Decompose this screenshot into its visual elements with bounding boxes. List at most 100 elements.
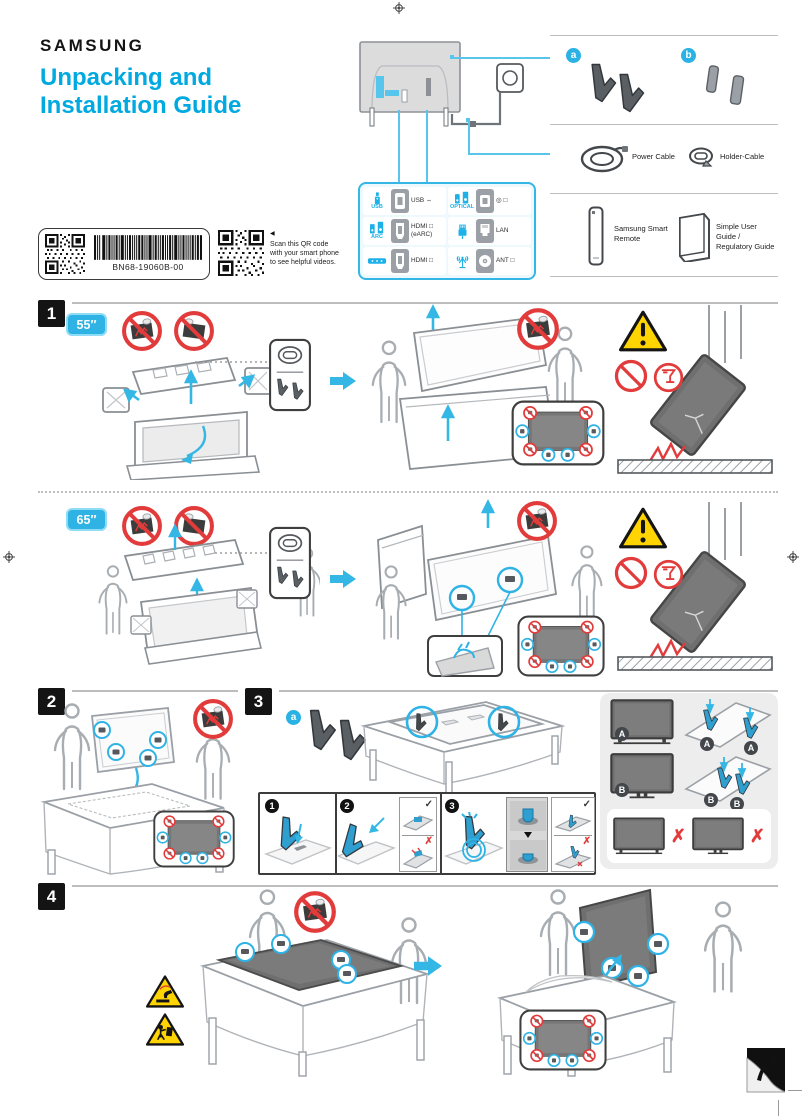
port-label: HDMI □ <box>411 257 433 265</box>
registration-mark-icon <box>393 2 405 14</box>
lay-tv-on-table-illustration <box>40 703 235 875</box>
unbox-65-illustration <box>98 523 320 665</box>
section-1-divider <box>72 302 778 304</box>
port-cell-usb: USB USB ⇔ <box>363 187 446 215</box>
section-2-badge: 2 <box>38 688 65 715</box>
port-cell-optical: OPTICAL ◎ □ <box>448 187 531 215</box>
samsung-logo: SAMSUNG <box>40 36 145 55</box>
ethernet-plug-icon <box>458 224 466 239</box>
wrong-mark: ✗ <box>670 825 686 846</box>
fall-warning-65-illustration <box>614 500 774 672</box>
port-label-line1: HDMI □ <box>411 223 433 231</box>
variant-b-badge: B <box>615 783 629 797</box>
remote-icon <box>588 206 604 266</box>
fall-warning-55-illustration <box>614 303 774 475</box>
step-3-art <box>444 812 504 865</box>
power-cable-label: Power Cable <box>632 152 675 161</box>
part-badge-b: b <box>681 48 696 63</box>
usb-port-icon <box>391 189 409 213</box>
hdmi-port-icon <box>391 249 409 273</box>
qr-note: ◀ Scan this QR code with your smart phon… <box>270 231 340 268</box>
step-3-check-detail: ✓ ✗ <box>551 797 595 872</box>
divider <box>550 35 778 37</box>
registration-mark-icon <box>787 551 799 563</box>
stand-assembly-steps: 1 2 3 ✓ ✗ <box>258 792 596 875</box>
port-cell-ant: ANT □ <box>448 247 531 275</box>
step-2-detail-ok <box>402 815 434 831</box>
holder-cable-icon <box>689 147 713 167</box>
detail-divider <box>402 835 434 836</box>
callout-node <box>466 118 470 122</box>
lift-55-illustration <box>371 304 605 470</box>
divider <box>550 276 778 278</box>
hdmi-port-icon <box>391 219 409 243</box>
step-3-button-detail <box>506 797 548 872</box>
antenna-icon <box>456 255 468 268</box>
lan-port-icon <box>476 219 494 243</box>
section-3-divider <box>279 690 778 692</box>
section-3-badge: 3 <box>245 688 272 715</box>
step-3-badge: 3 <box>445 799 459 813</box>
step-1-badge: 1 <box>265 799 279 813</box>
button-up-art <box>510 801 546 831</box>
port-device-label: OPTICAL <box>449 204 475 211</box>
arc-speakers-icon <box>370 222 384 234</box>
part-badge-a: a <box>566 48 581 63</box>
stand-legs-illustration <box>591 63 645 113</box>
section-4-divider <box>72 885 778 887</box>
divider <box>550 124 778 126</box>
variant-a-badge: A <box>615 727 629 741</box>
tv-front-wrong-a <box>613 817 665 855</box>
holder-cable-label: Holder-Cable <box>720 152 765 161</box>
port-label: USB ⇔ <box>411 197 433 205</box>
step-1-art <box>264 816 332 865</box>
stand-position-panel: A A A B B B ✗ ✗ <box>600 693 778 869</box>
no-press-screen-icon <box>192 698 234 740</box>
flush-ok-art <box>554 814 592 832</box>
port-cell-lan: LAN <box>448 217 531 245</box>
soundbar-device-group <box>365 256 389 266</box>
callout-line <box>468 120 470 154</box>
board-b-art <box>684 756 772 802</box>
antenna-device-group <box>450 254 474 269</box>
section-1-badge: 1 <box>38 300 65 327</box>
optical-speakers-icon <box>455 192 469 204</box>
qr-note-text: Scan this QR code with your smart phone … <box>270 240 339 267</box>
port-device-label: USB <box>371 204 383 211</box>
port-label: ANT □ <box>496 257 515 265</box>
soundbar-icon <box>367 258 387 264</box>
variant-b-badge: B <box>730 797 744 811</box>
part-number: BN68-19060B-00 <box>112 262 184 272</box>
step-2-detail: ✓ ✗ <box>399 797 437 872</box>
ports-panel: USB USB ⇔ OPTICAL ◎ □ <box>358 182 536 280</box>
remote-label: Samsung Smart Remote <box>614 224 668 243</box>
section-2-divider <box>72 690 238 692</box>
next-step-arrow-icon <box>330 570 356 588</box>
next-step-arrow-icon <box>330 372 356 390</box>
usb-stick-icon <box>374 192 380 205</box>
stand-badge-a: a <box>286 710 301 725</box>
correct-mark: ✓ <box>582 799 591 810</box>
title-line-1: Unpacking and <box>40 64 213 91</box>
variant-a-badge: A <box>744 741 758 755</box>
optical-port-icon <box>476 189 494 213</box>
wrong-mark: ✗ <box>582 836 591 847</box>
port-label: LAN <box>496 227 509 235</box>
step-divider <box>335 794 337 873</box>
ethernet-device-group <box>450 223 474 239</box>
variant-a-badge: A <box>700 737 714 751</box>
step-2-badge: 2 <box>340 799 354 813</box>
callout-line <box>468 153 550 155</box>
usb-device-group: USB <box>365 191 389 211</box>
port-cell-hdmi-earc: ARC HDMI □ (eARC) <box>363 217 446 245</box>
press-arrow-icon <box>524 832 532 838</box>
guide-booklet-icon <box>679 212 710 262</box>
size-separator <box>38 491 778 493</box>
attach-stand-table-illustration <box>360 701 566 795</box>
coax-port-icon <box>476 249 494 273</box>
tv-back-illustration <box>359 41 524 127</box>
section-4-badge: 4 <box>38 883 65 910</box>
port-label: HDMI □ (eARC) <box>411 223 433 238</box>
barcode-icon <box>94 235 202 260</box>
